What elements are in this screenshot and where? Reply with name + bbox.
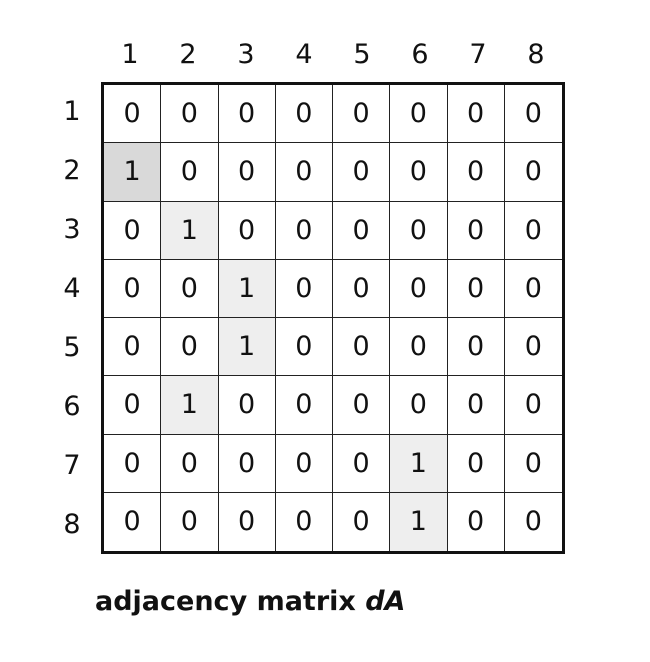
matrix-cell-highlighted: 1: [218, 318, 276, 377]
matrix-cell: 0: [447, 201, 505, 260]
matrix-cell-highlighted: 1: [161, 201, 219, 260]
matrix-cell: 0: [390, 143, 448, 202]
matrix-cell: 0: [333, 85, 391, 144]
matrix-cell: 0: [218, 201, 276, 260]
column-label: 7: [469, 39, 487, 70]
matrix-cell: 0: [161, 85, 219, 144]
matrix-cell: 0: [275, 259, 333, 318]
matrix-cell: 0: [104, 492, 162, 551]
matrix-cell: 0: [390, 376, 448, 435]
matrix-cell: 0: [504, 259, 562, 318]
matrix-cell: 0: [447, 434, 505, 493]
matrix-cell: 0: [333, 201, 391, 260]
matrix-cell-highlighted: 1: [218, 259, 276, 318]
matrix-cell: 0: [161, 259, 219, 318]
matrix-cell: 0: [275, 492, 333, 551]
matrix-cell: 0: [275, 143, 333, 202]
matrix-cell: 0: [104, 85, 162, 144]
matrix-cell-highlighted: 1: [104, 143, 162, 202]
column-label: 3: [237, 39, 255, 70]
matrix-cell: 0: [447, 492, 505, 551]
matrix-cell: 0: [218, 85, 276, 144]
matrix-cell: 0: [504, 492, 562, 551]
row-label: 1: [63, 96, 81, 127]
matrix-cell: 0: [333, 259, 391, 318]
matrix-cell: 0: [504, 85, 562, 144]
matrix-cell: 0: [447, 318, 505, 377]
matrix-cell-highlighted: 1: [390, 492, 448, 551]
matrix-cell: 0: [390, 85, 448, 144]
matrix-cell: 0: [333, 143, 391, 202]
matrix-cell: 0: [390, 201, 448, 260]
matrix-cell: 0: [161, 492, 219, 551]
matrix-cell: 0: [275, 318, 333, 377]
matrix-cell: 0: [504, 201, 562, 260]
row-label: 4: [63, 273, 81, 304]
matrix-cell: 0: [104, 318, 162, 377]
row-label: 8: [63, 509, 81, 540]
matrix-cell: 0: [161, 143, 219, 202]
matrix-cell: 0: [504, 318, 562, 377]
matrix-cell: 0: [104, 434, 162, 493]
row-label: 7: [63, 450, 81, 481]
matrix-cell: 0: [447, 376, 505, 435]
matrix-cell: 0: [161, 318, 219, 377]
matrix-cell: 0: [333, 492, 391, 551]
column-label: 1: [121, 39, 139, 70]
matrix-cell-highlighted: 1: [161, 376, 219, 435]
column-label: 2: [179, 39, 197, 70]
matrix-cell: 0: [275, 201, 333, 260]
caption-variable: dA: [365, 586, 406, 617]
matrix-cell: 0: [390, 259, 448, 318]
matrix-cell-highlighted: 1: [390, 434, 448, 493]
matrix-cell: 0: [104, 376, 162, 435]
row-label: 5: [63, 332, 81, 363]
column-label: 8: [527, 39, 545, 70]
matrix-caption: adjacency matrix dA: [95, 588, 405, 615]
matrix-cell: 0: [447, 143, 505, 202]
matrix-cell: 0: [390, 318, 448, 377]
matrix-cell: 0: [504, 376, 562, 435]
matrix-cell: 0: [218, 376, 276, 435]
matrix-cell: 0: [333, 376, 391, 435]
matrix-cell: 0: [104, 201, 162, 260]
matrix-cell: 0: [161, 434, 219, 493]
row-label: 2: [63, 155, 81, 186]
matrix-cell: 0: [333, 318, 391, 377]
matrix-cell: 0: [504, 143, 562, 202]
row-label: 3: [63, 214, 81, 245]
matrix-cell: 0: [275, 434, 333, 493]
matrix-cell: 0: [447, 259, 505, 318]
matrix-cell: 0: [104, 259, 162, 318]
matrix-cell: 0: [447, 85, 505, 144]
matrix-cell: 0: [504, 434, 562, 493]
column-label: 4: [295, 39, 313, 70]
matrix-cell: 0: [218, 143, 276, 202]
caption-text: adjacency matrix: [95, 586, 366, 617]
matrix-cell: 0: [218, 434, 276, 493]
row-label: 6: [63, 391, 81, 422]
matrix-cell: 0: [333, 434, 391, 493]
matrix-cell: 0: [218, 492, 276, 551]
column-label: 5: [353, 39, 371, 70]
column-label: 6: [411, 39, 429, 70]
matrix-cell: 0: [275, 376, 333, 435]
matrix-cell: 0: [275, 85, 333, 144]
